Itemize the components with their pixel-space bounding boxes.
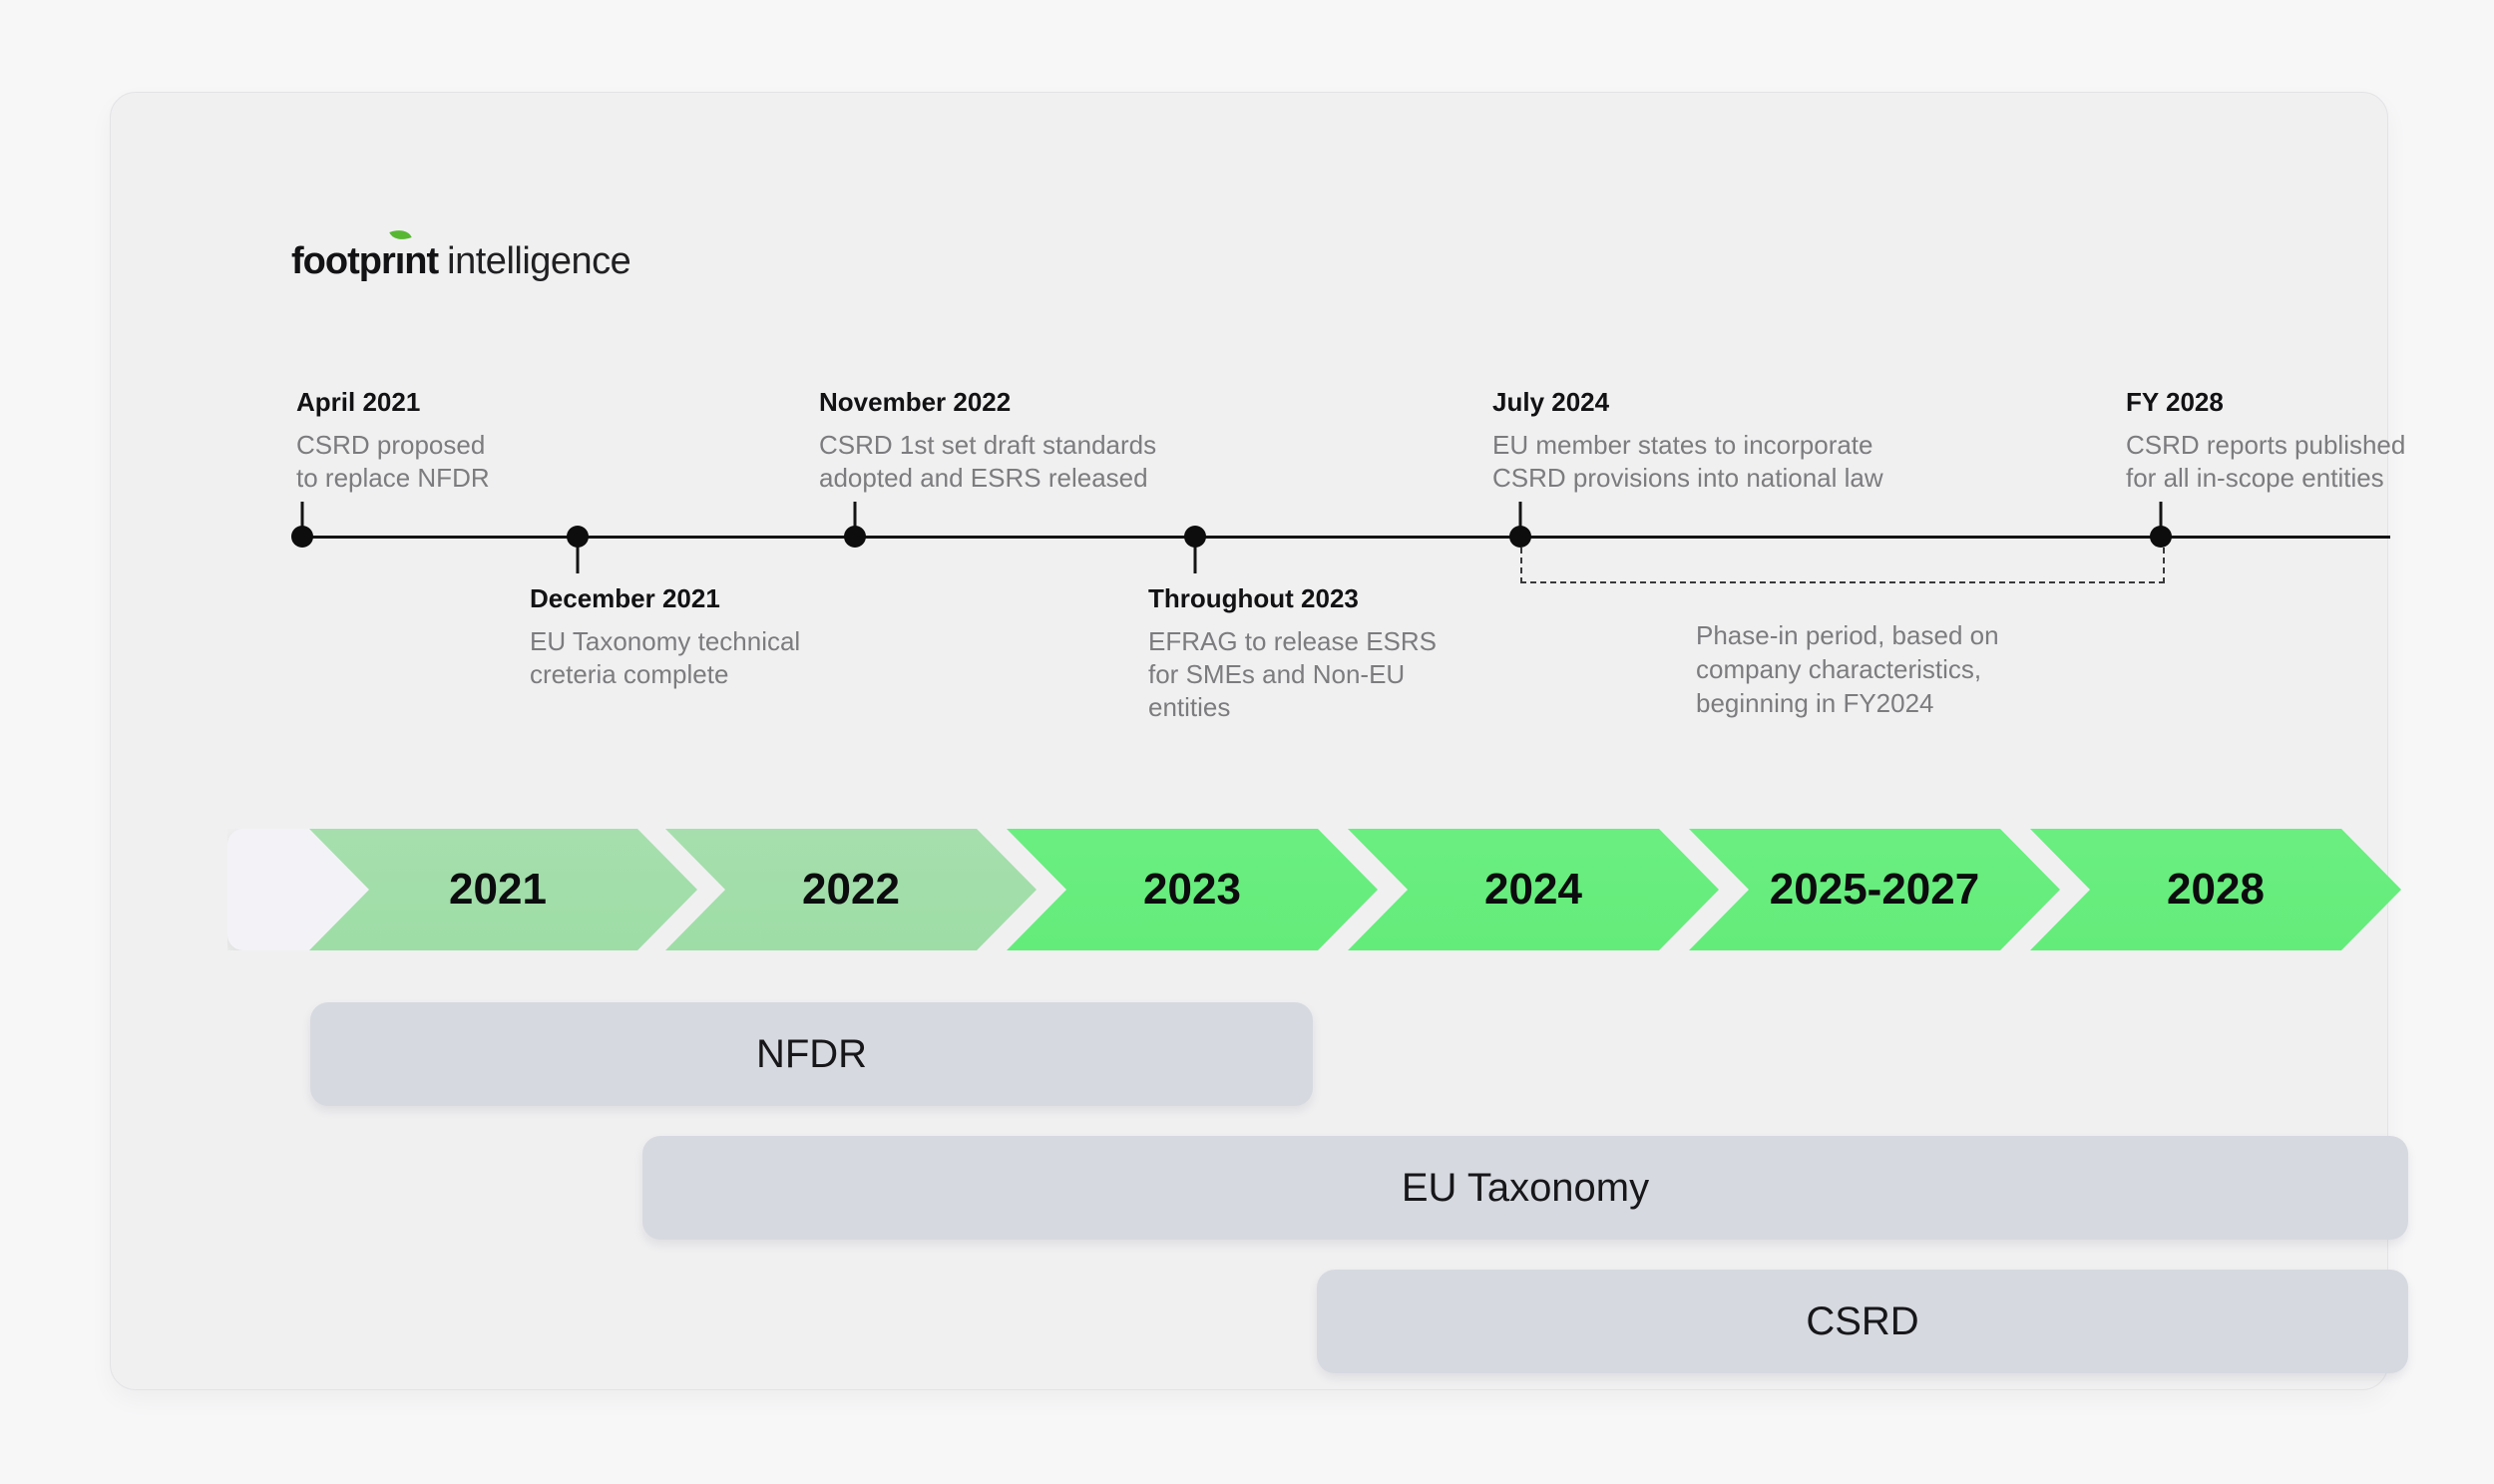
timeline-event-july-2024: July 2024 EU member states to incorporat… bbox=[1492, 387, 1883, 495]
event-title: July 2024 bbox=[1492, 387, 1610, 417]
timeline-tick-fy-2028 bbox=[2159, 502, 2163, 538]
timeline-event-april-2021: April 2021 CSRD proposed to replace NFDR bbox=[296, 387, 490, 495]
timeline-event-december-2021: December 2021 EU Taxonomy technical cret… bbox=[530, 583, 800, 691]
phase-in-note-line: beginning in FY2024 bbox=[1696, 688, 1934, 718]
event-line: for all in-scope entities bbox=[2126, 463, 2384, 493]
timeline-dot-throughout-2023 bbox=[1184, 526, 1206, 548]
bar-label: CSRD bbox=[1806, 1298, 1919, 1343]
year-label: 2028 bbox=[2167, 865, 2265, 914]
timeline-axis bbox=[296, 536, 2390, 539]
year-label: 2022 bbox=[802, 865, 900, 914]
year-chevron-2022: 2022 bbox=[665, 829, 1037, 950]
timeline-tick-december-2021 bbox=[576, 538, 580, 573]
year-label: 2021 bbox=[449, 865, 547, 914]
phase-in-note-line: Phase-in period, based on bbox=[1696, 620, 1999, 650]
event-title: November 2022 bbox=[819, 387, 1012, 417]
event-line: EU member states to incorporate bbox=[1492, 430, 1873, 460]
regulation-bar-eu-taxonomy: EU Taxonomy bbox=[642, 1136, 2408, 1240]
timeline-dot-fy-2028 bbox=[2150, 526, 2172, 548]
event-title: December 2021 bbox=[530, 583, 720, 613]
timeline-dot-july-2024 bbox=[1509, 526, 1531, 548]
event-line: EFRAG to release ESRS bbox=[1148, 626, 1437, 656]
timeline-dot-april-2021 bbox=[291, 526, 313, 548]
event-line: for SMEs and Non-EU bbox=[1148, 659, 1406, 689]
year-chevron-2024: 2024 bbox=[1348, 829, 1719, 950]
phase-in-bracket bbox=[1520, 548, 2165, 583]
event-line: CSRD 1st set draft standards bbox=[819, 430, 1157, 460]
timeline-event-november-2022: November 2022 CSRD 1st set draft standar… bbox=[819, 387, 1156, 495]
timeline-tick-april-2021 bbox=[300, 502, 304, 538]
bar-label: EU Taxonomy bbox=[1401, 1165, 1650, 1210]
event-line: EU Taxonomy technical bbox=[530, 626, 801, 656]
timeline-dot-december-2021 bbox=[567, 526, 589, 548]
phase-in-note: Phase-in period, based on company charac… bbox=[1696, 618, 1999, 720]
timeline-tick-november-2022 bbox=[853, 502, 857, 538]
year-label: 2024 bbox=[1484, 865, 1582, 914]
event-line: adopted and ESRS released bbox=[819, 463, 1148, 493]
regulation-bar-csrd: CSRD bbox=[1317, 1270, 2408, 1373]
brand-wordmark-light: intelligence bbox=[447, 240, 631, 282]
event-line: CSRD provisions into national law bbox=[1492, 463, 1883, 493]
timeline-tick-throughout-2023 bbox=[1193, 538, 1197, 573]
phase-in-note-line: company characteristics, bbox=[1696, 654, 1982, 684]
timeline-event-fy-2028: FY 2028 CSRD reports published for all i… bbox=[2126, 387, 2405, 495]
leaf-icon bbox=[388, 224, 412, 245]
event-title: Throughout 2023 bbox=[1148, 583, 1359, 613]
event-line: to replace NFDR bbox=[296, 463, 490, 493]
timeline-event-throughout-2023: Throughout 2023 EFRAG to release ESRS fo… bbox=[1148, 583, 1437, 724]
year-chevron-2025-2027: 2025-2027 bbox=[1689, 829, 2060, 950]
regulation-bar-nfdr: NFDR bbox=[310, 1002, 1313, 1106]
event-line: CSRD reports published bbox=[2126, 430, 2406, 460]
event-line: entities bbox=[1148, 692, 1231, 722]
timeline-dot-november-2022 bbox=[844, 526, 866, 548]
timeline-tick-july-2024 bbox=[1518, 502, 1522, 538]
event-line: creteria complete bbox=[530, 659, 729, 689]
year-label: 2023 bbox=[1143, 865, 1241, 914]
event-title: FY 2028 bbox=[2126, 387, 2224, 417]
year-chevron-2028: 2028 bbox=[2030, 829, 2401, 950]
event-title: April 2021 bbox=[296, 387, 421, 417]
bar-label: NFDR bbox=[755, 1031, 868, 1076]
event-line: CSRD proposed bbox=[296, 430, 486, 460]
year-chevron-2023: 2023 bbox=[1007, 829, 1378, 950]
year-label: 2025-2027 bbox=[1769, 865, 1980, 914]
